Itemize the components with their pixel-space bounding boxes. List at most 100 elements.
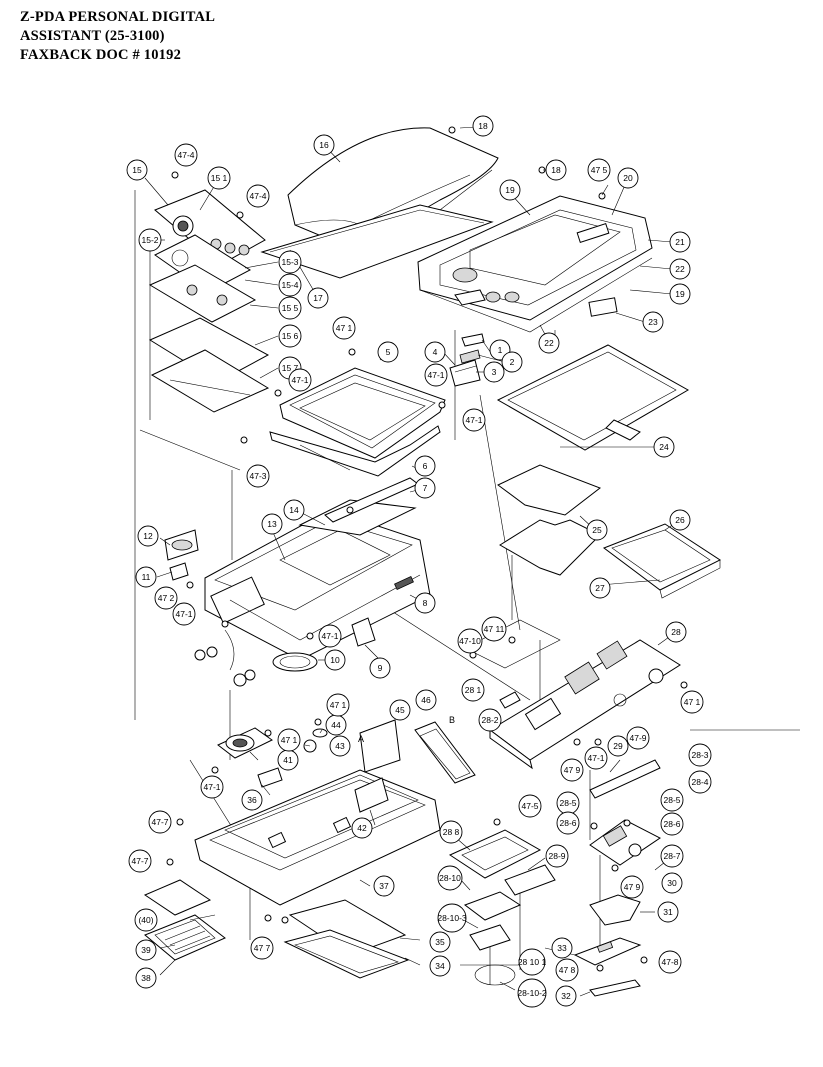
svg-text:41: 41 bbox=[283, 755, 293, 765]
svg-text:3: 3 bbox=[492, 367, 497, 377]
battery-cover-part-26 bbox=[602, 523, 722, 599]
callout-20: 20 bbox=[617, 167, 639, 189]
title-line-3: FAXBACK DOC # 10192 bbox=[20, 47, 182, 63]
bottom-sheets-34-35 bbox=[283, 899, 410, 979]
svg-text:42: 42 bbox=[357, 823, 367, 833]
letter-mark-b: B bbox=[449, 715, 455, 725]
sheet-part-27 bbox=[499, 519, 601, 576]
svg-text:15 7: 15 7 bbox=[282, 363, 299, 373]
callout-32: 32 bbox=[555, 985, 577, 1007]
svg-text:47 1: 47 1 bbox=[281, 735, 298, 745]
callout-16: 16 bbox=[313, 134, 335, 156]
svg-text:8: 8 bbox=[423, 598, 428, 608]
svg-text:28-2: 28-2 bbox=[481, 715, 498, 725]
callout-2: 2 bbox=[501, 351, 523, 373]
svg-text:26: 26 bbox=[675, 515, 685, 525]
callout-28-5b: 28-5 bbox=[660, 788, 684, 812]
small-parts-36-46 bbox=[257, 719, 476, 813]
callout-47-1j: 47-1 bbox=[200, 775, 224, 799]
callout-28-1: 28 1 bbox=[461, 678, 485, 702]
callouts: 1 2 3 4 5 6 7 8 9 10 11 12 13 14 15 15 1… bbox=[126, 115, 712, 1008]
svg-text:28-9: 28-9 bbox=[548, 851, 565, 861]
upper-case-part-19 bbox=[417, 195, 653, 333]
callout-28-3: 28-3 bbox=[688, 743, 712, 767]
svg-text:23: 23 bbox=[648, 317, 658, 327]
svg-text:47-1: 47-1 bbox=[321, 631, 338, 641]
callout-29: 29 bbox=[607, 735, 629, 757]
svg-text:47 11: 47 11 bbox=[484, 624, 505, 634]
callout-27: 27 bbox=[589, 577, 611, 599]
svg-text:4: 4 bbox=[433, 347, 438, 357]
callout-9: 9 bbox=[369, 657, 391, 679]
svg-text:28-5: 28-5 bbox=[663, 795, 680, 805]
svg-text:47 1: 47 1 bbox=[336, 323, 353, 333]
svg-text:35: 35 bbox=[435, 937, 445, 947]
svg-text:33: 33 bbox=[557, 943, 567, 953]
callout-44: 44 bbox=[325, 714, 347, 736]
callout-28-6b: 28-6 bbox=[660, 812, 684, 836]
callout-8: 8 bbox=[414, 592, 436, 614]
callout-47-5a: 47 5 bbox=[587, 158, 611, 182]
title-line-2: ASSISTANT (25-3100) bbox=[20, 28, 165, 44]
keypad-assembly-part-15 bbox=[148, 189, 270, 413]
svg-text:28: 28 bbox=[671, 627, 681, 637]
callout-47-1c: 47-1 bbox=[424, 363, 448, 387]
callout-28-9: 28-9 bbox=[545, 844, 569, 868]
svg-text:36: 36 bbox=[247, 795, 257, 805]
callout-45: 45 bbox=[389, 699, 411, 721]
svg-text:47-10: 47-10 bbox=[459, 636, 481, 646]
svg-text:34: 34 bbox=[435, 961, 445, 971]
svg-text:7: 7 bbox=[423, 483, 428, 493]
callout-47-7b: 47-7 bbox=[128, 849, 152, 873]
svg-text:15-2: 15-2 bbox=[141, 235, 158, 245]
callout-47-1d: 47-1 bbox=[462, 408, 486, 432]
sub-assembly-28-8-to-28-10 bbox=[448, 829, 556, 986]
small-parts-29-33 bbox=[573, 759, 661, 997]
callout-28-10-2: 28-10-2 bbox=[517, 978, 547, 1008]
callout-47-7a: 47-7 bbox=[148, 810, 172, 834]
guide-lines bbox=[134, 190, 800, 985]
svg-text:39: 39 bbox=[141, 945, 151, 955]
callout-28-4: 28-4 bbox=[688, 770, 712, 794]
callout-47-1h: 47 1 bbox=[277, 728, 301, 752]
svg-text:47-1: 47-1 bbox=[587, 753, 604, 763]
svg-text:47-4: 47-4 bbox=[177, 150, 194, 160]
svg-text:28-7: 28-7 bbox=[663, 851, 680, 861]
svg-text:44: 44 bbox=[331, 720, 341, 730]
callout-47-7c: 47 7 bbox=[250, 936, 274, 960]
svg-text:12: 12 bbox=[143, 531, 153, 541]
callout-47-10: 47-10 bbox=[457, 628, 483, 654]
small-parts-8-12 bbox=[164, 529, 376, 687]
title-line-1: Z-PDA PERSONAL DIGITAL bbox=[20, 9, 216, 25]
callout-3: 3 bbox=[483, 361, 505, 383]
callout-14: 14 bbox=[283, 499, 305, 521]
callout-28-5a: 28-5 bbox=[556, 791, 580, 815]
svg-text:15-4: 15-4 bbox=[281, 280, 298, 290]
callout-11: 11 bbox=[135, 566, 157, 588]
lcd-panel-part-5 bbox=[279, 367, 446, 459]
svg-text:47 9: 47 9 bbox=[624, 882, 641, 892]
callout-42: 42 bbox=[351, 817, 373, 839]
callout-47-1k: 47-1 bbox=[584, 746, 608, 770]
svg-text:17: 17 bbox=[313, 293, 323, 303]
main-pcb-part-28 bbox=[464, 619, 681, 770]
callout-15-5: 15 5 bbox=[278, 296, 302, 320]
svg-text:28-4: 28-4 bbox=[691, 777, 708, 787]
callout-28-8: 28 8 bbox=[439, 820, 463, 844]
svg-text:30: 30 bbox=[667, 878, 677, 888]
svg-text:19: 19 bbox=[675, 289, 685, 299]
svg-text:28 10 1: 28 10 1 bbox=[518, 957, 547, 967]
svg-text:47 9: 47 9 bbox=[564, 765, 581, 775]
svg-text:47-3: 47-3 bbox=[249, 471, 266, 481]
callout-47-2: 47 2 bbox=[154, 586, 178, 610]
svg-text:18: 18 bbox=[478, 121, 488, 131]
svg-text:29: 29 bbox=[613, 741, 623, 751]
main-frame-part-14 bbox=[204, 499, 431, 661]
callout-33: 33 bbox=[551, 937, 573, 959]
callout-47-1e: 47-1 bbox=[172, 602, 196, 626]
callout-47-1b: 47-1 bbox=[288, 368, 312, 392]
svg-text:47-7: 47-7 bbox=[151, 817, 168, 827]
svg-text:28-6: 28-6 bbox=[663, 819, 680, 829]
svg-text:38: 38 bbox=[141, 973, 151, 983]
